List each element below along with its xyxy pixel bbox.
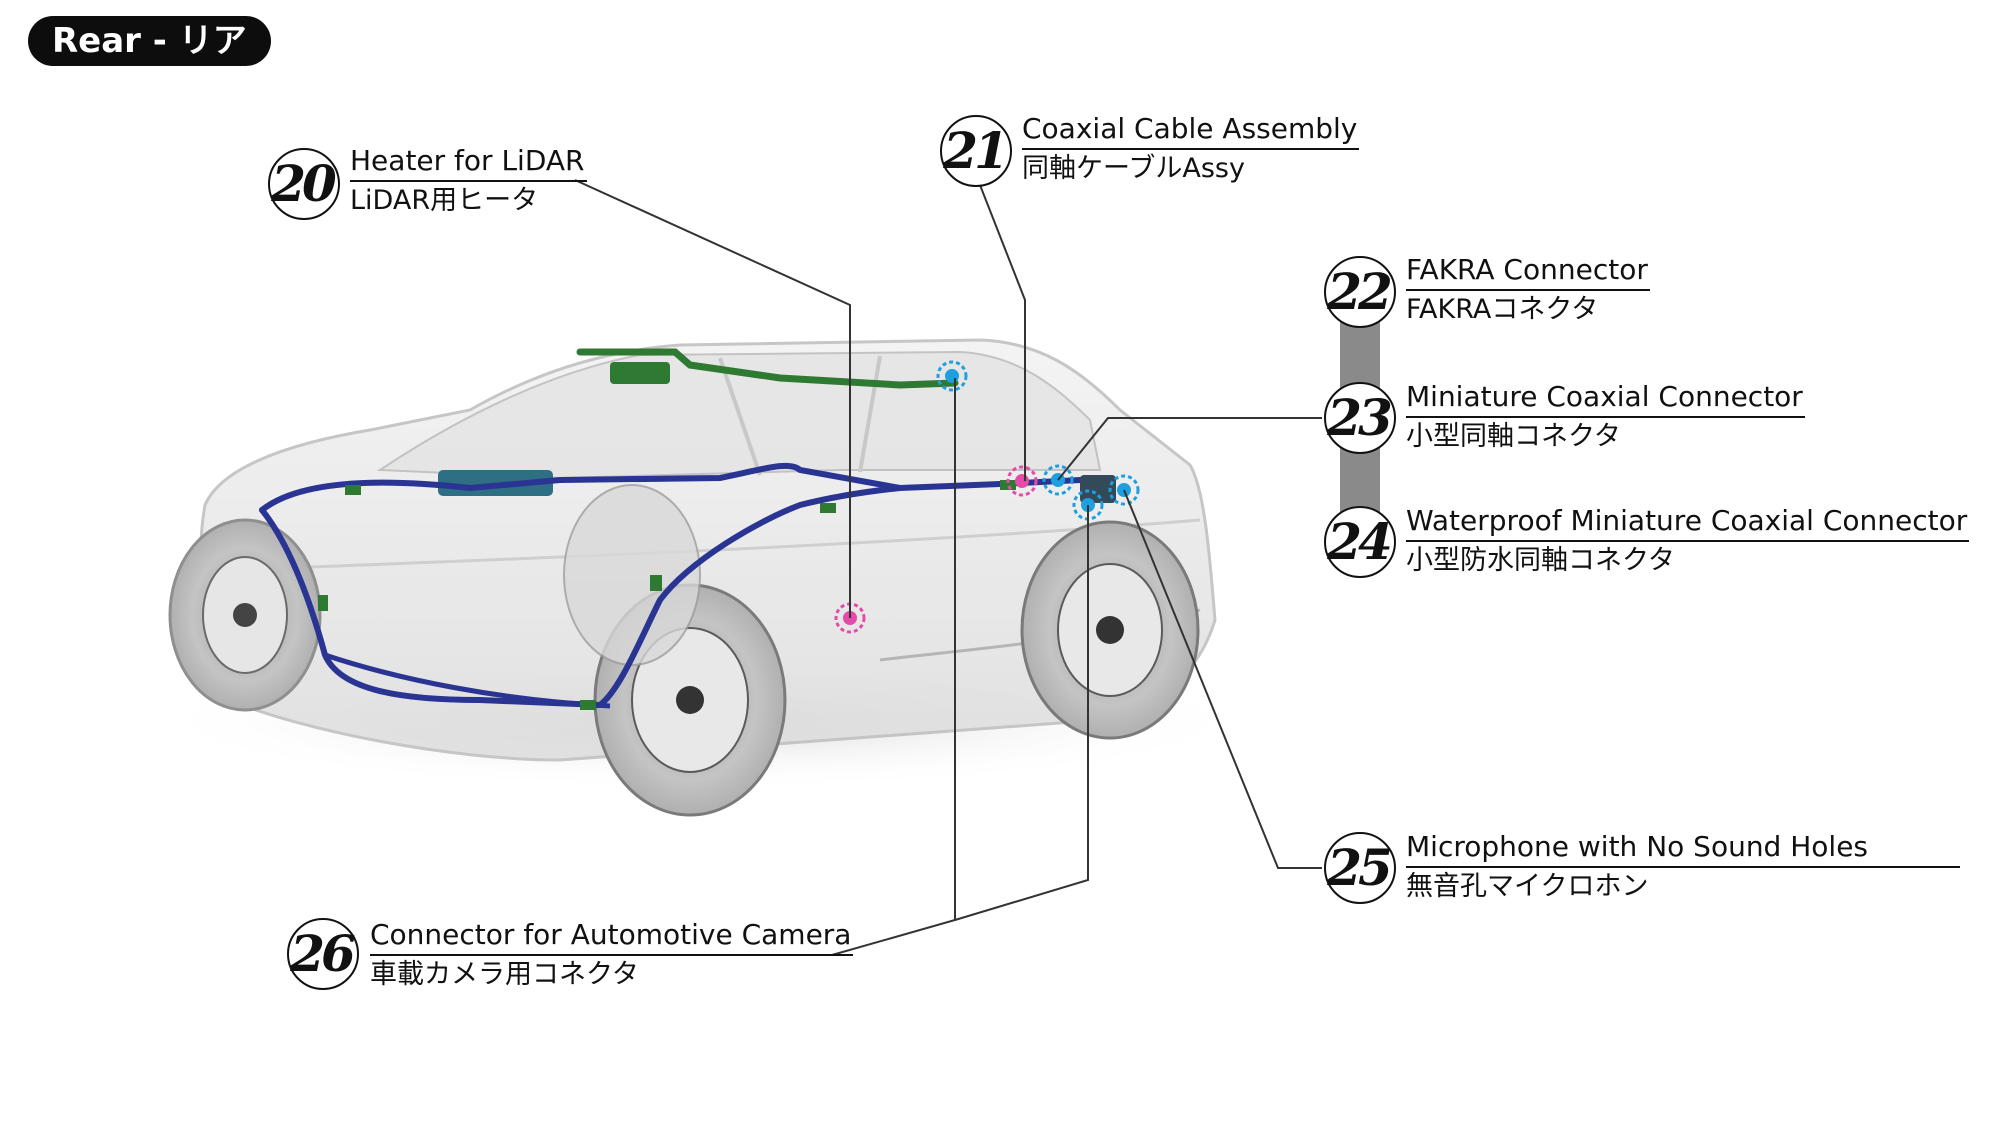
callout-label: Miniature Coaxial Connector 小型同軸コネクタ bbox=[1406, 378, 1805, 456]
leader-25 bbox=[1123, 489, 1322, 869]
callout-number: 22 bbox=[1324, 256, 1396, 328]
callout-number: 20 bbox=[268, 148, 340, 220]
label-en: Heater for LiDAR bbox=[350, 142, 587, 182]
callout-number: 24 bbox=[1324, 506, 1396, 578]
label-en: Waterproof Miniature Coaxial Connector bbox=[1406, 502, 1970, 542]
callout-number: 23 bbox=[1324, 382, 1396, 454]
label-ja: 小型同軸コネクタ bbox=[1406, 421, 1621, 452]
wheel-rear-right bbox=[1020, 520, 1200, 740]
roof-harness bbox=[576, 348, 959, 389]
wheel-front-left bbox=[168, 518, 322, 712]
label-ja: 無音孔マイクロホン bbox=[1406, 871, 1649, 902]
callout-number: 21 bbox=[940, 115, 1012, 187]
label-ja: 車載カメラ用コネクタ bbox=[370, 959, 639, 990]
rear-connector-cluster bbox=[1080, 475, 1116, 503]
label-en: Miniature Coaxial Connector bbox=[1406, 378, 1805, 418]
callout-label: Heater for LiDAR LiDAR用ヒータ bbox=[350, 142, 587, 220]
label-ja: 同軸ケーブルAssy bbox=[1022, 153, 1245, 184]
section-label: Rear - リア bbox=[28, 16, 271, 66]
leader-20 bbox=[574, 179, 851, 618]
callout-label: Microphone with No Sound Holes 無音孔マイクロホン bbox=[1406, 828, 1961, 906]
leader-21 bbox=[979, 184, 1026, 481]
callout-number: 26 bbox=[287, 918, 359, 990]
label-ja: 小型防水同軸コネクタ bbox=[1406, 545, 1675, 576]
main-harness bbox=[259, 462, 1113, 513]
label-ja: FAKRAコネクタ bbox=[1406, 294, 1599, 325]
label-en: Microphone with No Sound Holes bbox=[1406, 828, 1961, 868]
label-en: FAKRA Connector bbox=[1406, 251, 1650, 291]
callout-number: 25 bbox=[1324, 832, 1396, 904]
wheel-rear-left bbox=[563, 484, 701, 666]
callout-label: Coaxial Cable Assembly 同軸ケーブルAssy bbox=[1022, 110, 1360, 188]
leader-23 bbox=[1057, 417, 1322, 481]
callout-label: Waterproof Miniature Coaxial Connector 小… bbox=[1406, 502, 1970, 580]
lidar-unit bbox=[610, 362, 670, 384]
label-en: Coaxial Cable Assembly bbox=[1022, 110, 1360, 150]
callout-label: Connector for Automotive Camera 車載カメラ用コネ… bbox=[370, 916, 854, 994]
label-en: Connector for Automotive Camera bbox=[370, 916, 854, 956]
callout-label: FAKRA Connector FAKRAコネクタ bbox=[1406, 251, 1650, 329]
leader-lines bbox=[574, 179, 1322, 956]
label-ja: LiDAR用ヒータ bbox=[350, 185, 539, 216]
